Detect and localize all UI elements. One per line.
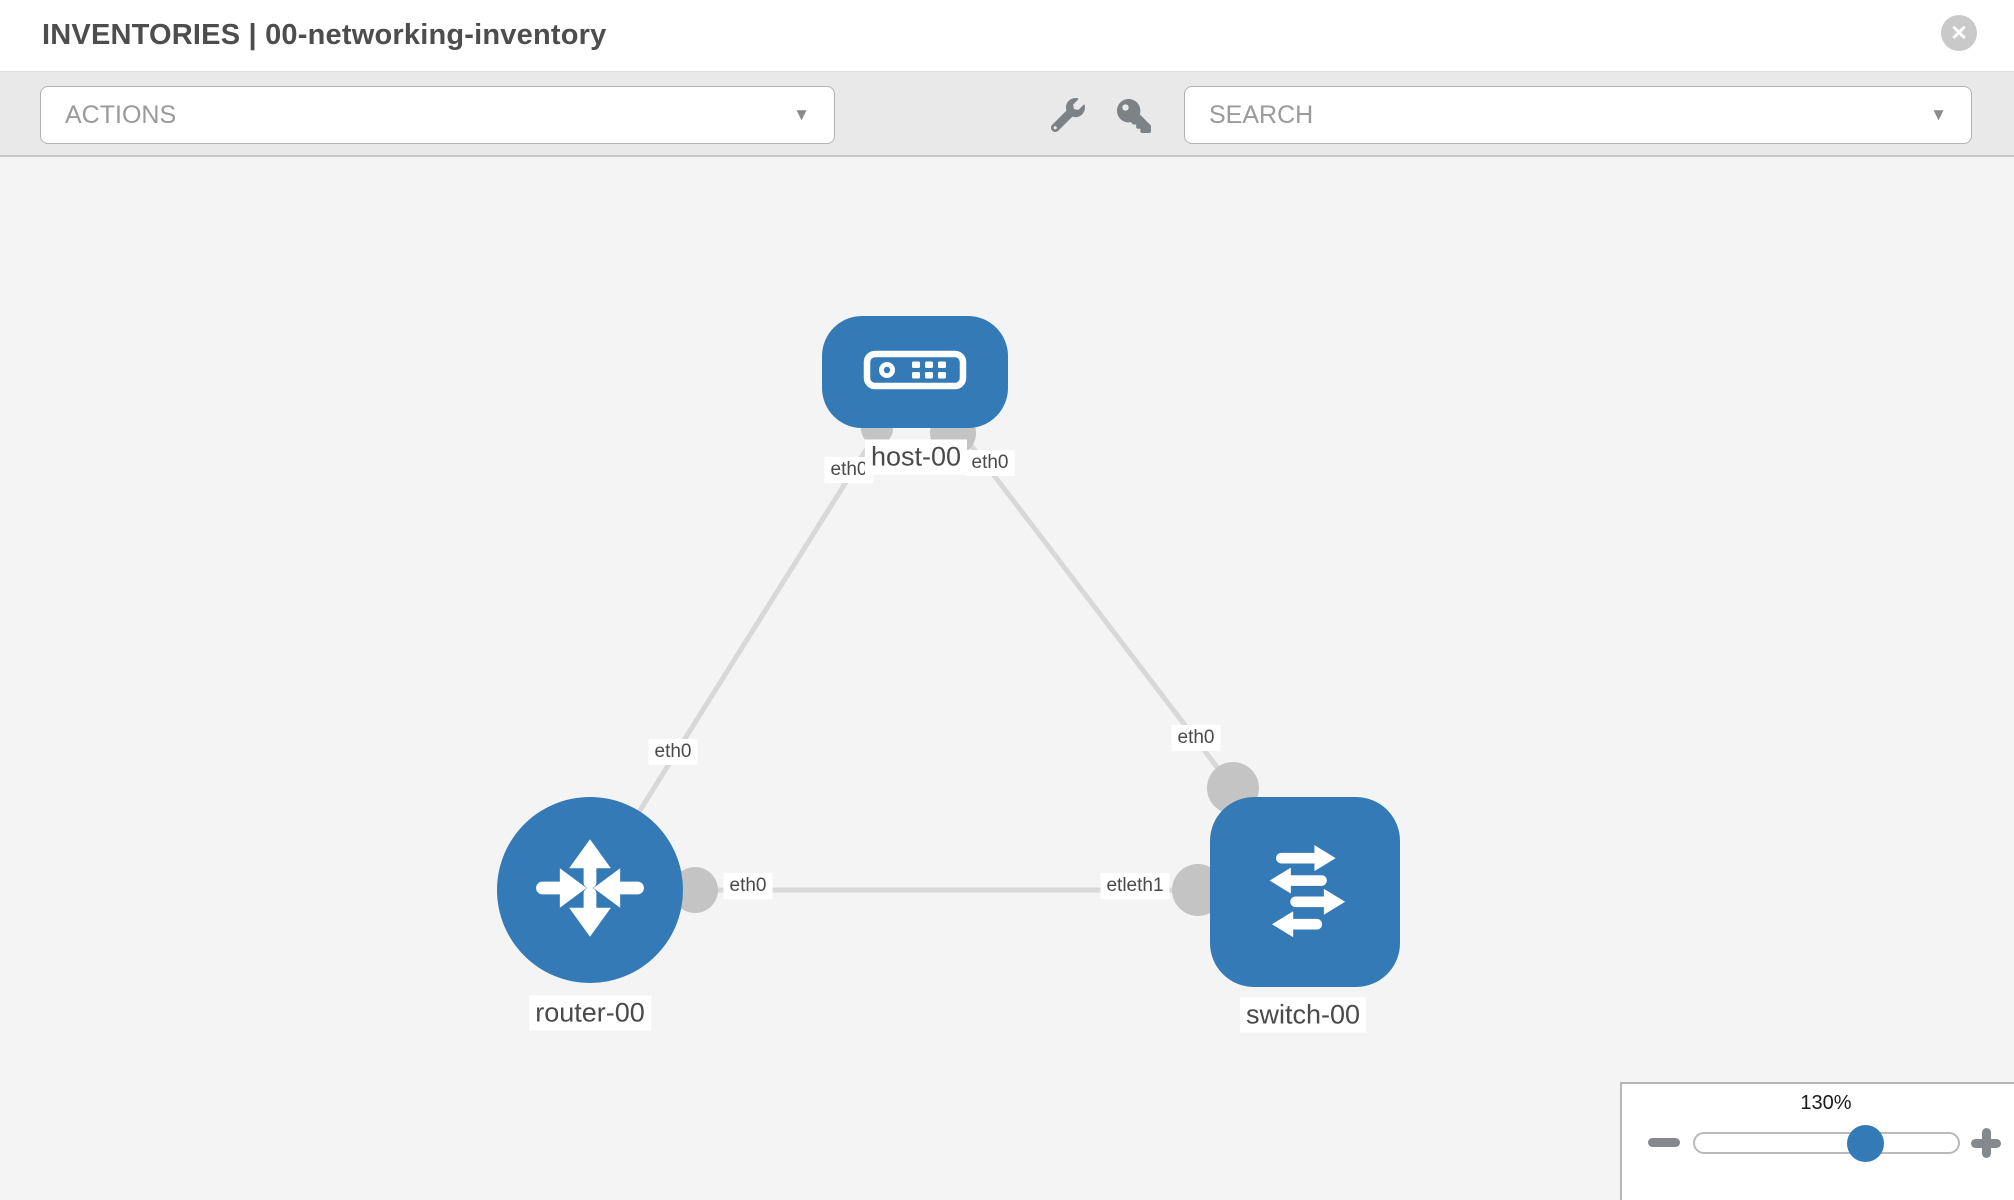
interface-label-switch-overlap: etleth1 [1100, 873, 1170, 899]
chevron-down-icon: ▼ [1930, 105, 1947, 124]
key-button[interactable] [1117, 99, 1151, 133]
topology-canvas[interactable] [0, 157, 2014, 1200]
switch-arrows-icon [1246, 831, 1364, 954]
actions-dropdown[interactable]: ACTIONS ▼ [40, 86, 835, 144]
page-title: INVENTORIES | 00-networking-inventory [42, 19, 607, 51]
chevron-down-icon: ▼ [793, 105, 810, 124]
search-dropdown[interactable]: SEARCH ▼ [1184, 86, 1972, 144]
wrench-icon [1050, 98, 1085, 133]
zoom-out-button[interactable] [1648, 1138, 1680, 1147]
search-dropdown-label: SEARCH [1209, 100, 1314, 129]
node-label-host[interactable]: host-00 [864, 439, 968, 475]
wrench-button[interactable] [1050, 98, 1085, 133]
node-switch-00[interactable] [1210, 797, 1400, 987]
server-icon [863, 349, 967, 396]
interface-label-router-uplink: eth0 [648, 739, 698, 765]
toolbar: ACTIONS ▼ SEARCH ▼ [0, 72, 2014, 157]
router-arrows-icon [532, 830, 648, 951]
node-router-00[interactable] [497, 797, 683, 983]
node-host-00[interactable] [822, 316, 1008, 428]
interface-label-host-right: eth0 [965, 450, 1015, 476]
zoom-percent-value: 130% [1800, 1092, 1852, 1114]
actions-dropdown-label: ACTIONS [65, 100, 177, 129]
header: INVENTORIES | 00-networking-inventory ✕ [0, 0, 2014, 72]
zoom-in-button[interactable] [1971, 1128, 2001, 1158]
close-icon: ✕ [1950, 21, 1968, 45]
zoom-slider-handle[interactable] [1847, 1125, 1884, 1162]
close-button[interactable]: ✕ [1941, 15, 1977, 51]
zoom-control-panel: 130% [1620, 1082, 2014, 1200]
zoom-slider-track[interactable] [1693, 1132, 1960, 1154]
interface-label-router-eth0: eth0 [723, 873, 773, 899]
interface-label-switch-uplink: eth0 [1171, 725, 1221, 751]
node-label-switch[interactable]: switch-00 [1239, 997, 1367, 1033]
node-label-router[interactable]: router-00 [529, 995, 651, 1031]
key-icon [1117, 99, 1151, 133]
